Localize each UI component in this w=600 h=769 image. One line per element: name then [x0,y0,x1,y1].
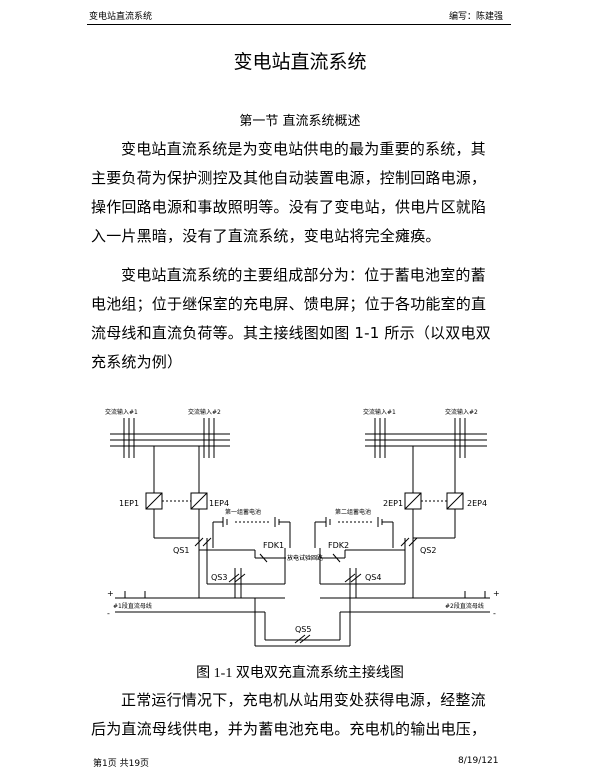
paragraph-line: 流母线和直流负荷等。其主接线图如图 1-1 所示（以双电双 [91,324,491,342]
label-switch: QS2 [420,546,436,555]
label-switch: QS1 [173,546,189,555]
label-fuse: FDK1 [263,541,284,550]
label-polarity: + [107,589,114,598]
paragraph-line: 正常运行情况下，充电机从站用变处获得电源，经整流 [121,691,486,709]
section-heading: 第一节 直流系统概述 [239,114,361,129]
paragraph-line: 充系统为例） [91,353,183,371]
paragraph-1: 变电站直流系统是为变电站供电的最为重要的系统，其 主要负荷为保护测控及其他自动装… [91,135,517,251]
label-ac-input: 交流输入#1 [105,408,138,416]
label-bus: #2段直流母线 [445,602,484,610]
label-charger: 2EP1 [383,499,403,508]
paragraph-line: 入一片黑暗，没有了直流系统，变电站将完全瘫痪。 [91,227,441,245]
paragraph-line: 变电站直流系统的主要组成部分为：位于蓄电池室的蓄 [121,266,486,284]
paragraph-line: 电池组；位于继保室的充电屏、馈电屏；位于各功能室的直 [91,295,487,313]
page-footer-left: 第1页 共19页 [93,759,150,769]
page-header-left: 变电站直流系统 [89,12,153,22]
label-battery: 第一组蓄电池 [225,508,261,516]
label-charger: 1EP4 [209,499,229,508]
label-ac-input: 交流输入#1 [363,408,396,416]
label-battery: 第二组蓄电池 [335,508,371,516]
label-bus: #1段直流母线 [113,602,152,610]
label-switch: QS5 [295,625,311,634]
wiring-diagram: 交流输入#1 交流输入#2 交流输入#1 交流输入#2 第一组蓄电池 第二组蓄电… [105,408,500,647]
header-rule [87,24,511,25]
label-test-loop: 放电试验回路 [287,554,323,562]
label-fuse: FDK2 [328,541,349,550]
label-ac-input: 交流输入#2 [188,408,221,416]
page-header-right: 编写：陈建强 [449,12,504,22]
label-polarity: - [107,609,110,618]
paragraph-2: 变电站直流系统的主要组成部分为：位于蓄电池室的蓄 电池组；位于继保室的充电屏、馈… [91,261,517,377]
paragraph-line: 后为直流母线供电，并为蓄电池充电。充电机的输出电压， [91,720,487,738]
paragraph-3: 正常运行情况下，充电机从站用变处获得电源，经整流 后为直流母线供电，并为蓄电池充… [91,686,517,744]
figure-caption: 图 1-1 双电双充直流系统主接线图 [196,666,404,681]
document-title: 变电站直流系统 [233,51,367,73]
label-charger: 2EP4 [467,499,487,508]
label-charger: 1EP1 [119,499,139,508]
label-ac-input: 交流输入#2 [445,408,478,416]
label-polarity: - [493,609,496,618]
label-switch: QS3 [211,573,227,582]
paragraph-line: 变电站直流系统是为变电站供电的最为重要的系统，其 [121,140,486,158]
label-polarity: + [493,589,500,598]
paragraph-line: 主要负荷为保护测控及其他自动装置电源，控制回路电源， [91,169,487,187]
label-switch: QS4 [365,573,381,582]
paragraph-line: 操作回路电源和事故照明等。没有了变电站，供电片区就陷 [91,198,487,216]
page-footer-right: 8/19/121 [458,756,499,766]
